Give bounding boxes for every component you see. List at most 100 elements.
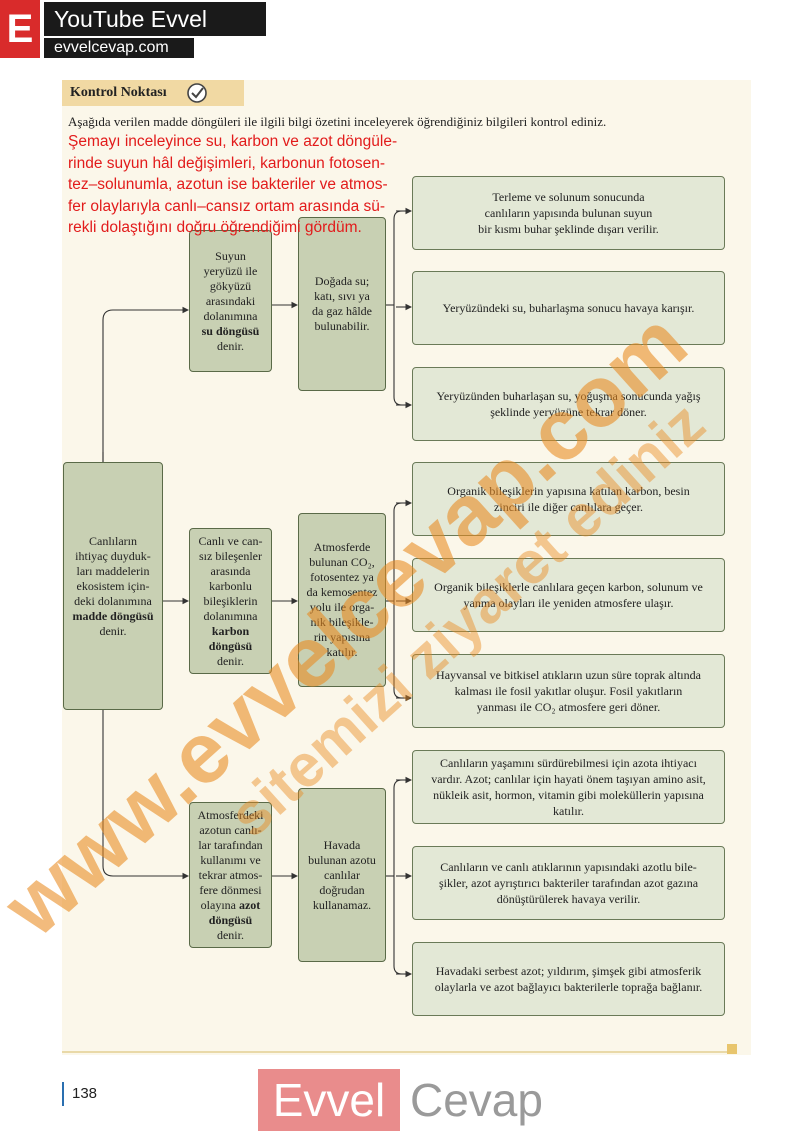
brand-logo-letter: E bbox=[0, 0, 40, 58]
checkmark-icon bbox=[187, 83, 207, 103]
answer-line: rinde suyun hâl değişimleri, karbonun fo… bbox=[68, 154, 386, 172]
carbon-def-line: arasında bbox=[210, 563, 251, 578]
fact-line: Organik bileşiklerle canlılara geçen kar… bbox=[434, 580, 703, 594]
water-def-line: dolanımına bbox=[203, 308, 258, 323]
intro-text: Aşağıda verilen madde döngüleri ile ilgi… bbox=[68, 114, 607, 129]
water-cycle-term: su döngüsü bbox=[201, 323, 260, 338]
carbon-def-line: dolanımına bbox=[203, 608, 258, 623]
section-title: Kontrol Noktası bbox=[62, 80, 244, 106]
carbon-def-line: denir. bbox=[216, 653, 244, 668]
water-fact-transpiration: Terleme ve solunum sonucunda canlıların … bbox=[412, 176, 725, 250]
carbon-mid-line: nik bileşikle- bbox=[310, 615, 374, 629]
root-line: ekosistem için- bbox=[76, 578, 150, 593]
fact-line: canlıların yapısında bulunan suyun bbox=[484, 206, 653, 220]
root-line: ları maddelerin bbox=[76, 563, 150, 578]
nitrogen-mid-line: kullanamaz. bbox=[312, 897, 372, 912]
carbon-mid-line: da kemosentez bbox=[306, 585, 378, 599]
answer-line: rekli dolaştığını doğru öğrendiğimi görd… bbox=[68, 219, 362, 236]
answer-line: Şemayı inceleyince su, karbon ve azot dö… bbox=[68, 133, 398, 150]
water-def-line: yeryüzü ile bbox=[203, 263, 258, 278]
water-fact-evaporation: Yeryüzündeki su, buharlaşma sonucu havay… bbox=[412, 271, 725, 345]
water-mid-line: katı, sıvı ya bbox=[314, 289, 370, 303]
nitrogen-def-line: olayına bbox=[200, 897, 236, 912]
footer-logo-right: Cevap bbox=[410, 1074, 543, 1126]
water-def-line: Suyun bbox=[215, 248, 246, 263]
water-mid-line: bulunabilir. bbox=[314, 319, 370, 333]
nitrogen-mid-line: bulunan azotu bbox=[308, 852, 376, 867]
panel-bottom-rule bbox=[62, 1051, 727, 1053]
fact-line: Yeryüzündeki su, buharlaşma sonucu havay… bbox=[442, 301, 695, 315]
carbon-cycle-definition-box: Canlı ve can- sız bileşenler arasında ka… bbox=[189, 528, 272, 674]
water-state-box: Doğada su; katı, sıvı ya da gaz hâlde bu… bbox=[298, 217, 386, 391]
fact-line: Organik bileşiklerin yapısına katılan ka… bbox=[447, 484, 690, 498]
fact-line: kalması ile fosil yakıtlar oluşur. Fosil… bbox=[454, 684, 683, 698]
carbon-def-line: sız bileşenler bbox=[199, 548, 262, 563]
fact-line: vardır. Azot; canlılar için hayati önem … bbox=[431, 772, 706, 786]
carbon-mid-line: Atmosferde bbox=[313, 540, 371, 554]
carbon-mid-line: bulunan CO₂, bbox=[309, 555, 375, 569]
nitrogen-def-line: fere dönmesi bbox=[199, 882, 262, 897]
carbon-fact-respiration: Organik bileşiklerle canlılara geçen kar… bbox=[412, 558, 725, 632]
nitrogen-cycle-term: azot bbox=[238, 897, 261, 912]
water-mid-line: Doğada su; bbox=[314, 274, 370, 288]
water-fact-precipitation: Yeryüzünden buharlaşan su, yoğuşma sonuc… bbox=[412, 367, 725, 441]
carbon-mid-line: fotosentez ya bbox=[310, 570, 374, 584]
fact-line: şeklinde yeryüzüne tekrar döner. bbox=[490, 405, 647, 419]
fact-line: şikler, azot ayrıştırıcı bakteriler tara… bbox=[438, 876, 699, 890]
fact-line: Terleme ve solunum sonucunda bbox=[492, 190, 645, 204]
carbon-mid-line: yolu ile orga- bbox=[309, 600, 375, 614]
nitrogen-cycle-definition-box: Atmosferdeki azotun canlı- lar tarafında… bbox=[189, 802, 272, 948]
nitrogen-fact-fixation: Havadaki serbest azot; yıldırım, şimşek … bbox=[412, 942, 725, 1016]
carbon-def-line: karbonlu bbox=[209, 578, 252, 593]
fact-line: bir kısmı buhar şeklinde dışarı verilir. bbox=[478, 222, 659, 236]
answer-text: Şemayı inceleyince su, karbon ve azot dö… bbox=[68, 131, 418, 239]
nitrogen-def-line: Atmosferdeki bbox=[197, 807, 264, 822]
root-line: Canlıların bbox=[88, 533, 137, 548]
water-def-line: denir. bbox=[217, 338, 244, 353]
root-line: denir. bbox=[99, 623, 127, 638]
root-term: madde döngüsü bbox=[72, 608, 154, 623]
nitrogen-def-line: azotun canlı- bbox=[199, 822, 262, 837]
carbon-cycle-term: döngüsü bbox=[208, 638, 253, 653]
carbon-def-line: bileşiklerin bbox=[203, 593, 258, 608]
nitrogen-def-line: tekrar atmos- bbox=[198, 867, 263, 882]
carbon-mid-line: rin yapısına bbox=[313, 630, 371, 644]
answer-line: tez–solunumla, azotun ise bakteriler ve … bbox=[68, 176, 388, 193]
nitrogen-def-line: kullanımı ve bbox=[200, 852, 261, 867]
brand-site-url[interactable]: evvelcevap.com bbox=[44, 38, 194, 58]
carbon-cycle-term: karbon bbox=[211, 623, 250, 638]
nitrogen-mid-line: Havada bbox=[323, 837, 361, 852]
page-number: 138 bbox=[72, 1085, 98, 1102]
carbon-def-line: Canlı ve can- bbox=[198, 533, 263, 548]
fact-line: Havadaki serbest azot; yıldırım, şimşek … bbox=[435, 964, 702, 978]
fact-line: Yeryüzünden buharlaşan su, yoğuşma sonuc… bbox=[436, 389, 701, 403]
nitrogen-fact-need: Canlıların yaşamını sürdürebilmesi için … bbox=[412, 750, 725, 824]
fact-line: yanması ile CO₂ atmosfere geri döner. bbox=[476, 700, 661, 714]
fact-line: katılır. bbox=[553, 804, 584, 818]
nitrogen-mid-line: doğrudan bbox=[319, 882, 365, 897]
fact-line: dönüştürülerek havaya verilir. bbox=[496, 892, 641, 906]
fact-line: zinciri ile diğer canlılara geçer. bbox=[494, 500, 643, 514]
water-cycle-definition-box: Suyun yeryüzü ile gökyüzü arasındaki dol… bbox=[189, 230, 272, 372]
water-def-line: arasındaki bbox=[205, 293, 256, 308]
fact-line: Hayvansal ve bitkisel atıkların uzun sür… bbox=[436, 668, 701, 682]
nitrogen-mid-line: canlılar bbox=[324, 867, 360, 882]
carbon-mid-line: katılır. bbox=[326, 645, 358, 659]
carbon-fact-fossil-fuels: Hayvansal ve bitkisel atıkların uzun sür… bbox=[412, 654, 725, 728]
root-definition-box: Canlıların ihtiyaç duyduk- ları maddeler… bbox=[63, 462, 163, 710]
root-line: ihtiyaç duyduk- bbox=[75, 548, 151, 563]
water-def-line: gökyüzü bbox=[209, 278, 252, 293]
nitrogen-fact-decomposition: Canlıların ve canlı atıklarının yapısınd… bbox=[412, 846, 725, 920]
nitrogen-usage-box: Havada bulunan azotu canlılar doğrudan k… bbox=[298, 788, 386, 962]
nitrogen-def-line: denir. bbox=[216, 927, 244, 942]
fact-line: olaylarla ve azot bağlayıcı bakterilerle… bbox=[434, 980, 703, 994]
fact-line: yanma olayları ile yeniden atmosfere ula… bbox=[463, 596, 674, 610]
panel-corner-mark bbox=[727, 1044, 737, 1054]
fact-line: nükleik asit, hormon, vitamin gibi molek… bbox=[433, 788, 704, 802]
page-number-bar bbox=[62, 1082, 64, 1106]
footer-logo-left: Evvel bbox=[258, 1069, 400, 1131]
root-line: deki dolanımına bbox=[74, 593, 152, 608]
fact-line: Canlıların ve canlı atıklarının yapısınd… bbox=[440, 860, 697, 874]
fact-line: Canlıların yaşamını sürdürebilmesi için … bbox=[440, 756, 697, 770]
